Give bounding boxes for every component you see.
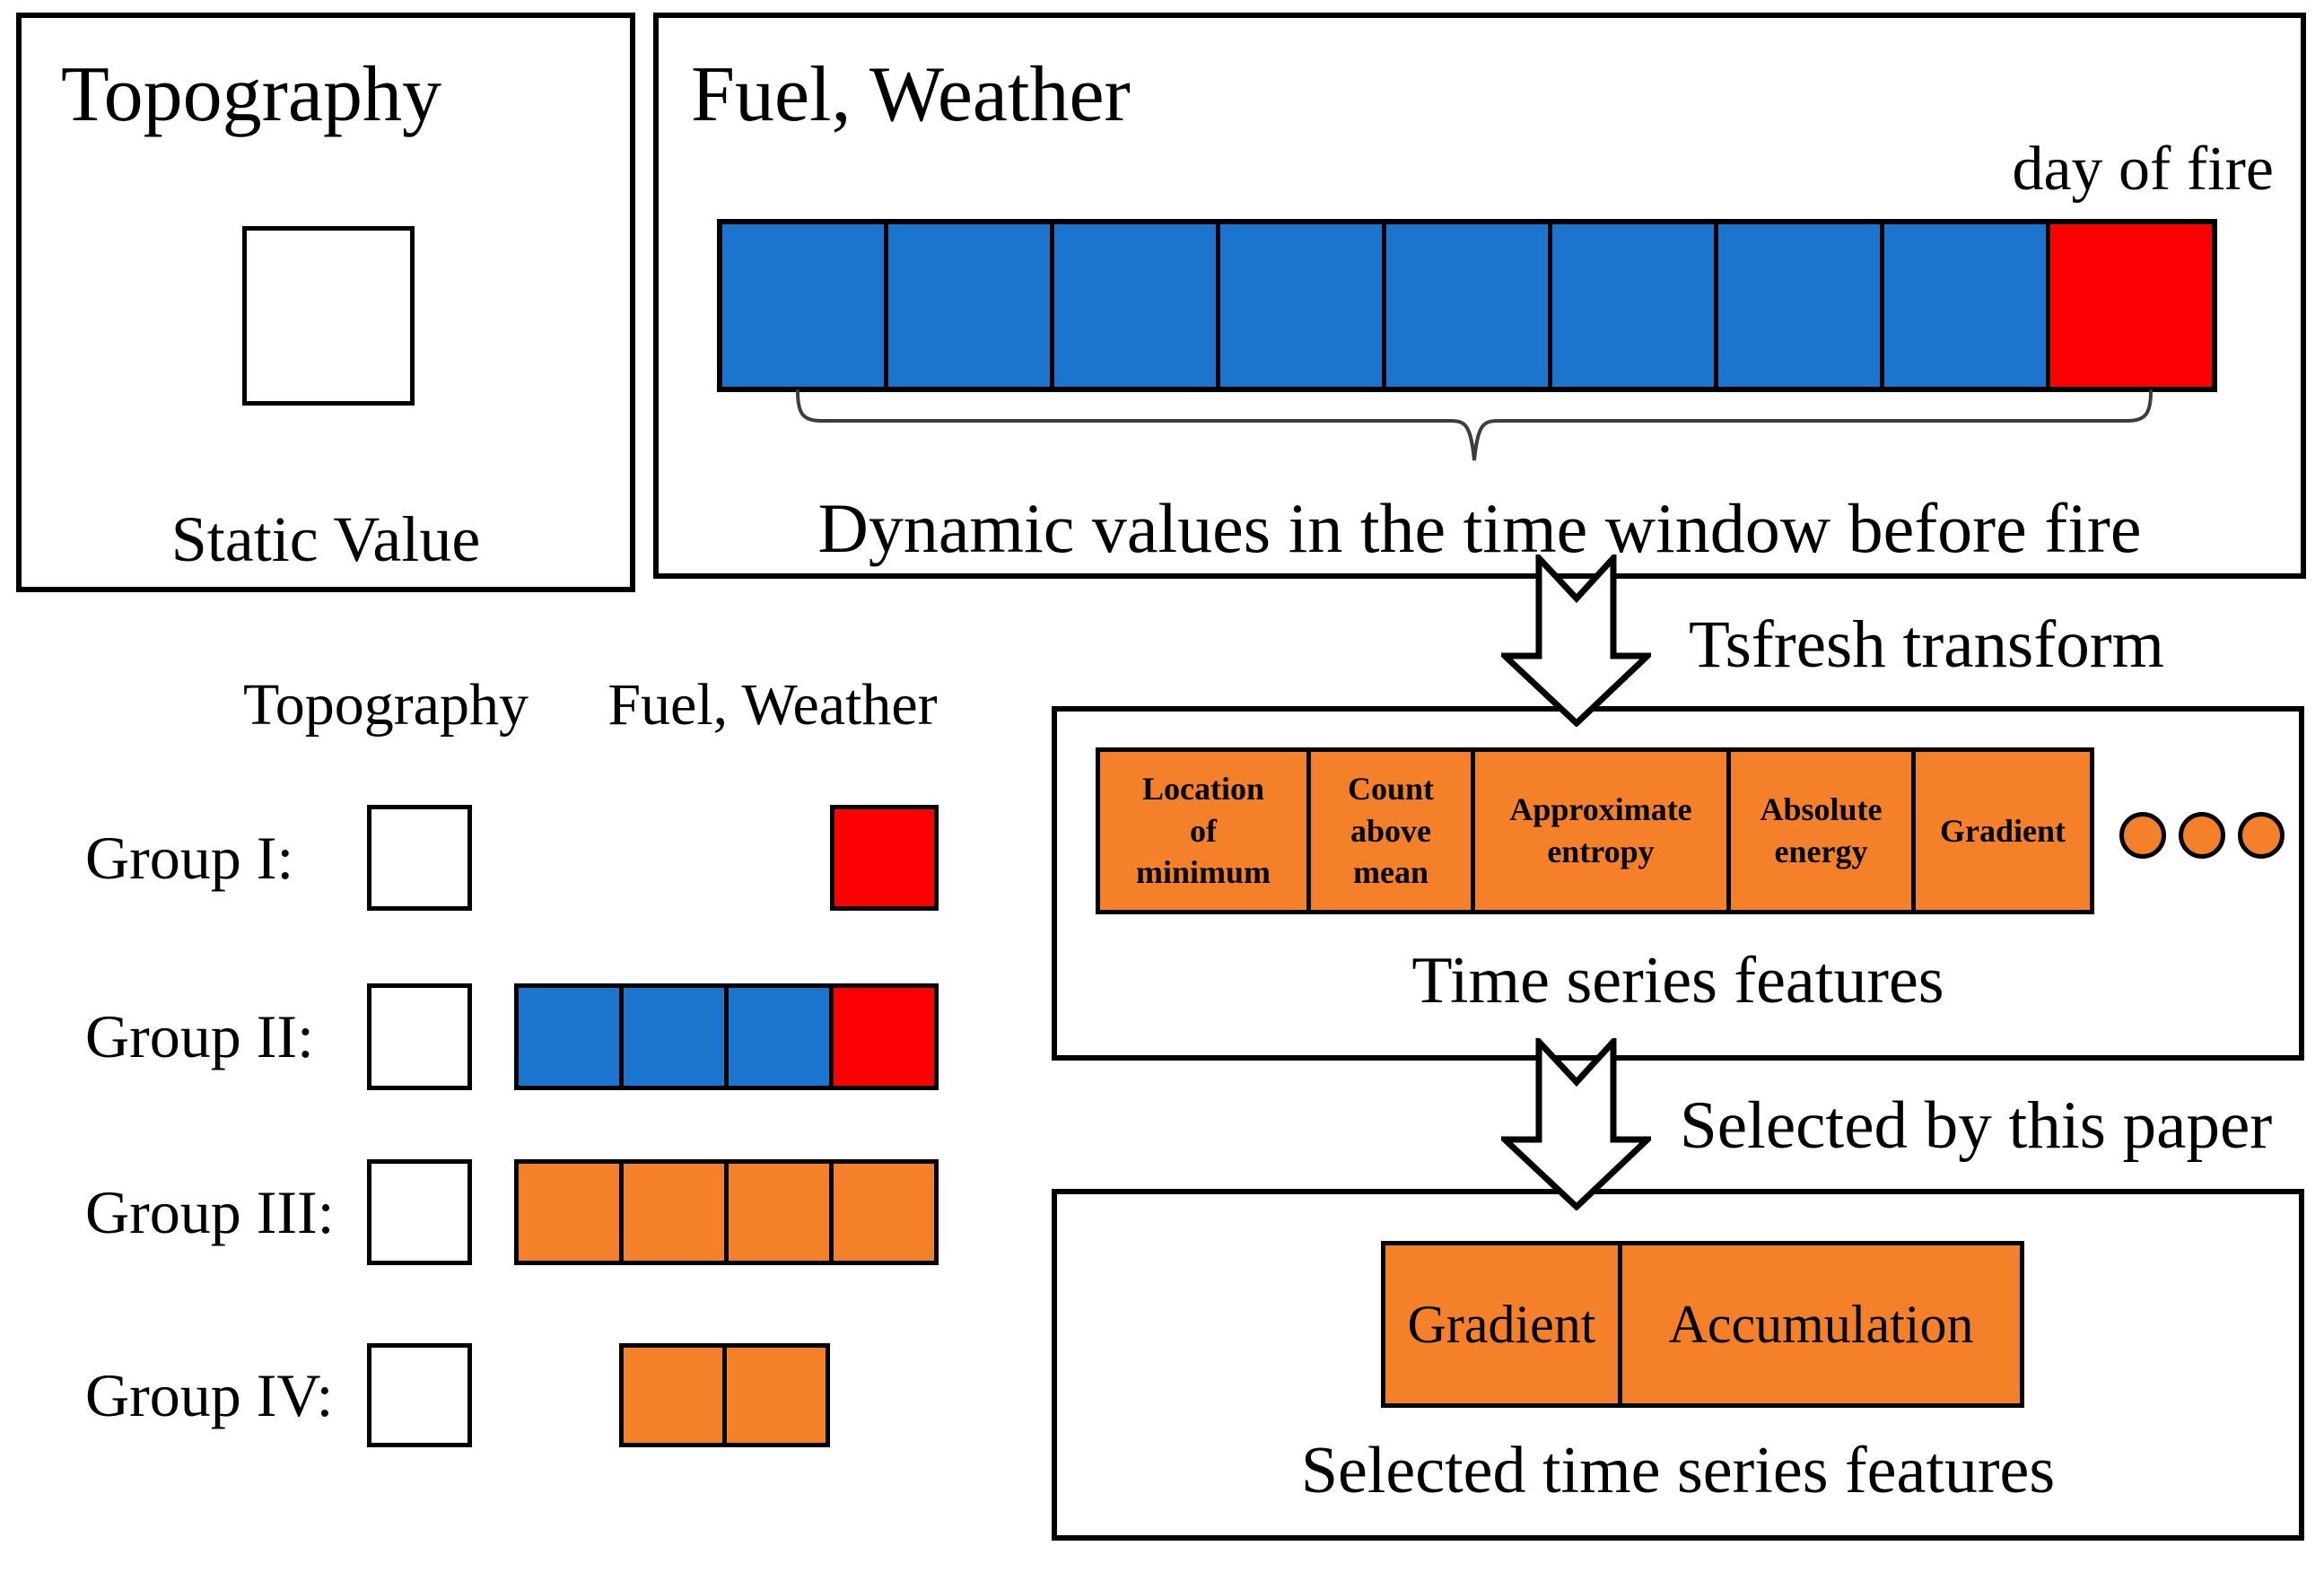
fuel-weather-cell-strip xyxy=(619,1343,830,1447)
fuel-weather-cell-orange xyxy=(722,1343,830,1447)
fuel-weather-cell-strip xyxy=(514,983,939,1090)
topography-static-cell xyxy=(367,1159,472,1265)
topography-panel: Topography Static Value xyxy=(16,13,635,592)
fuel-weather-cell-red xyxy=(830,805,939,911)
static-value-square xyxy=(242,226,415,406)
selected-feature-box: Gradient xyxy=(1381,1241,1622,1408)
feature-box: Approximate entropy xyxy=(1471,747,1731,914)
fuel-weather-cell-blue xyxy=(724,983,834,1090)
time-window-day-cell xyxy=(884,224,1050,387)
time-window-day-cell xyxy=(1714,224,1880,387)
fuel-weather-cell-orange xyxy=(619,1343,727,1447)
group-row-label: Group III: xyxy=(85,1178,335,1246)
tsfresh-transform-label: Tsfresh transform xyxy=(1689,607,2165,682)
time-window-bar xyxy=(717,219,2217,392)
time-window-day-cell xyxy=(722,224,884,387)
dynamic-values-caption: Dynamic values in the time window before… xyxy=(817,489,2142,567)
time-window-day-cell xyxy=(1382,224,1548,387)
time-series-features-caption: Time series features xyxy=(1411,944,1944,1017)
fuel-weather-cell-blue xyxy=(514,983,624,1090)
day-of-fire-label: day of fire xyxy=(2012,135,2274,204)
time-window-day-cell xyxy=(1216,224,1382,387)
ellipsis-dots xyxy=(2119,812,2285,859)
fuel-weather-cell-orange xyxy=(724,1159,834,1265)
topography-static-cell xyxy=(367,805,472,911)
feature-box: Absolute energy xyxy=(1726,747,1916,914)
fuel-weather-cell-orange xyxy=(514,1159,624,1265)
fuel-weather-cell-strip xyxy=(830,805,939,911)
group-row-label: Group I: xyxy=(85,824,294,892)
feature-box: Gradient xyxy=(1911,747,2094,914)
selected-feature-box: Accumulation xyxy=(1618,1241,2024,1408)
static-value-caption: Static Value xyxy=(170,503,481,575)
ellipsis-dot-icon xyxy=(2179,812,2225,859)
group-column-header-topography: Topography xyxy=(243,672,529,738)
fuel-weather-cell-orange xyxy=(829,1159,939,1265)
fuel-weather-cell-blue xyxy=(619,983,729,1090)
fuel-weather-panel: Fuel, Weather day of fire Dynamic values… xyxy=(653,13,2306,579)
feature-box: Count above mean xyxy=(1306,747,1475,914)
down-arrow-icon xyxy=(1501,1038,1651,1210)
group-column-header-fuel-weather: Fuel, Weather xyxy=(607,672,938,738)
topography-panel-title: Topography xyxy=(61,51,441,138)
selected-by-paper-label: Selected by this paper xyxy=(1680,1088,2273,1163)
group-row-label: Group IV: xyxy=(85,1361,334,1429)
day-of-fire-cell xyxy=(2046,224,2212,387)
time-window-day-cell xyxy=(1548,224,1714,387)
time-window-day-cell xyxy=(1050,224,1216,387)
fuel-weather-cell-orange xyxy=(619,1159,729,1265)
ellipsis-dot-icon xyxy=(2119,812,2166,859)
fuel-weather-panel-title: Fuel, Weather xyxy=(691,51,1131,138)
fuel-weather-cell-strip xyxy=(514,1159,939,1265)
fuel-weather-cell-red xyxy=(829,983,939,1090)
ellipsis-dot-icon xyxy=(2238,812,2285,859)
time-window-day-cell xyxy=(1880,224,2046,387)
underbrace-shape xyxy=(796,389,2153,461)
selected-features-caption: Selected time series features xyxy=(1300,1434,2056,1507)
topography-static-cell xyxy=(367,983,472,1090)
topography-static-cell xyxy=(367,1343,472,1447)
down-arrow-icon xyxy=(1501,555,1651,727)
feature-box: Location of minimum xyxy=(1096,747,1311,914)
group-row-label: Group II: xyxy=(85,1002,314,1070)
